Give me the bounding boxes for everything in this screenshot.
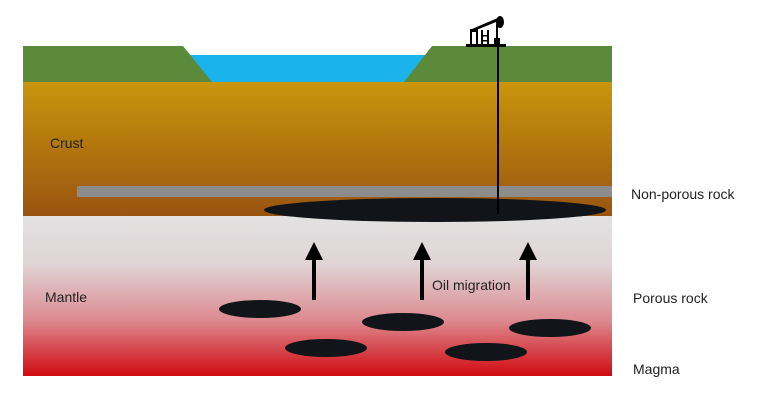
oil-droplets [219,300,591,361]
oil-migration-label: Oil migration [432,277,511,293]
oil-pocket [285,339,367,357]
porous-rock-label: Porous rock [633,290,708,306]
oil-pocket [219,300,301,318]
pump-jack-icon [466,16,506,47]
water [185,55,430,82]
left-ground [23,46,212,82]
arrow-up-icon [519,242,537,300]
arrow-up-icon [413,242,431,300]
oil-reservoir [264,198,606,222]
mantle-label: Mantle [45,289,88,305]
crust-label: Crust [50,135,84,151]
non-porous-rock-layer [77,186,612,197]
magma-label: Magma [633,361,680,377]
oil-pocket [445,343,527,361]
arrow-up-icon [305,242,323,300]
right-ground [404,46,612,82]
oil-pocket [362,313,444,331]
oil-pocket [509,319,591,337]
non-porous-rock-label: Non-porous rock [631,186,735,202]
oil-migration-arrows [305,242,537,300]
